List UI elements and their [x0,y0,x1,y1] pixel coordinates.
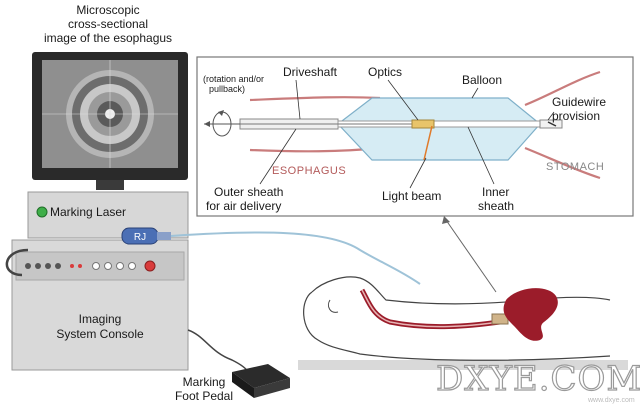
rj-connector: RJ [121,227,171,245]
stomach-shape [503,288,558,341]
guidewire-label-1: Guidewire [552,95,606,109]
console-button-icon [92,262,100,270]
foot-pedal-label-2: Foot Pedal [175,389,233,403]
console-button-icon [104,262,112,270]
console-cable [5,248,29,277]
console-button-icon [128,262,136,270]
stomach-label: STOMACH [546,161,604,173]
catheter-fiber [170,231,421,285]
outer-sheath-label-2: for air delivery [206,199,281,213]
console-button-icon [116,262,124,270]
optics-label: Optics [368,65,402,79]
imaging-console-label-1: Imaging [79,312,122,326]
balloon-shape [337,97,541,161]
monitor [32,52,188,190]
console-knob-icon [45,263,51,269]
watermark: DXYE.COM [436,359,640,399]
foot-pedal-label-1: Marking [183,375,226,389]
console-knob-icon [35,263,41,269]
console-led-icon [78,264,82,268]
console-knob-icon [25,263,31,269]
console-knob-icon [55,263,61,269]
marking-laser-unit: Marking Laser [27,191,189,239]
balloon-label: Balloon [462,73,502,87]
inner-sheath-label-2: sheath [478,199,514,213]
imaging-console: Imaging System Console [11,239,189,371]
inset-pointer [445,219,497,293]
light-beam-label: Light beam [382,189,441,203]
driveshaft-label: Driveshaft [283,65,338,79]
foot-pedal-cable [187,329,249,373]
esophagus-label: ESOPHAGUS [272,165,346,177]
patient [298,276,628,370]
light-beam-line [423,125,433,161]
rotation-label-1: (rotation and/or [203,74,264,84]
optics-element [411,119,435,129]
rotation-label-2: pullback) [209,84,245,94]
foot-pedal [232,364,290,398]
inner-sheath-label-1: Inner [482,185,509,199]
console-led-icon [70,264,74,268]
marking-laser-label: Marking Laser [50,205,126,219]
microscopic-label-1: Microscopic [76,3,139,17]
microscopic-label-2: cross-sectional [68,17,148,31]
console-power-icon [144,260,156,272]
rj-label: RJ [134,232,146,243]
laser-indicator-icon [36,206,48,218]
catheter-inset: (rotation and/or pullback) Driveshaft Op… [196,56,634,217]
imaging-console-label-2: System Console [56,327,144,341]
outer-sheath-label-1: Outer sheath [214,185,283,199]
watermark-small: www.dxye.com [587,397,635,404]
microscopic-label-3: image of the esophagus [44,31,172,45]
guidewire-label-2: provision [552,109,600,123]
